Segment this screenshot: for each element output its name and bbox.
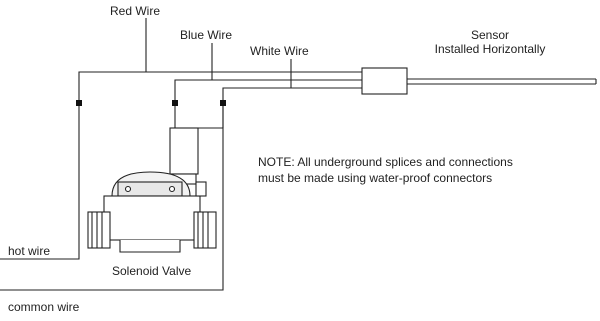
solenoid-valve-label: Solenoid Valve (112, 264, 192, 278)
red-wire-line (78, 71, 345, 103)
common-wire-label: common wire (8, 300, 80, 314)
sensor-label-line2: Installed Horizontally (434, 42, 546, 56)
solenoid-valve-drawing (87, 127, 217, 253)
sensor-label: Sensor Installed Horizontally (400, 28, 580, 56)
hot-wire-label: hot wire (8, 244, 51, 258)
hot-wire-line (0, 103, 80, 260)
white-wire-line (222, 87, 362, 103)
note-line-1: NOTE: All underground splices and connec… (258, 155, 513, 169)
junction-white (220, 100, 226, 106)
blue-wire-line (174, 79, 362, 103)
white-wire-label: White Wire (250, 44, 309, 58)
sensor-body (361, 67, 408, 95)
red-wire-label: Red Wire (110, 4, 161, 18)
note-text: NOTE: All underground splices and connec… (258, 154, 513, 186)
blue-wire-label: Blue Wire (180, 28, 233, 42)
note-line-2: must be made using water-proof connector… (258, 171, 493, 185)
junction-blue (172, 100, 178, 106)
common-wire-line (0, 103, 224, 291)
junction-left (76, 100, 82, 106)
sensor-label-line1: Sensor (470, 28, 510, 42)
